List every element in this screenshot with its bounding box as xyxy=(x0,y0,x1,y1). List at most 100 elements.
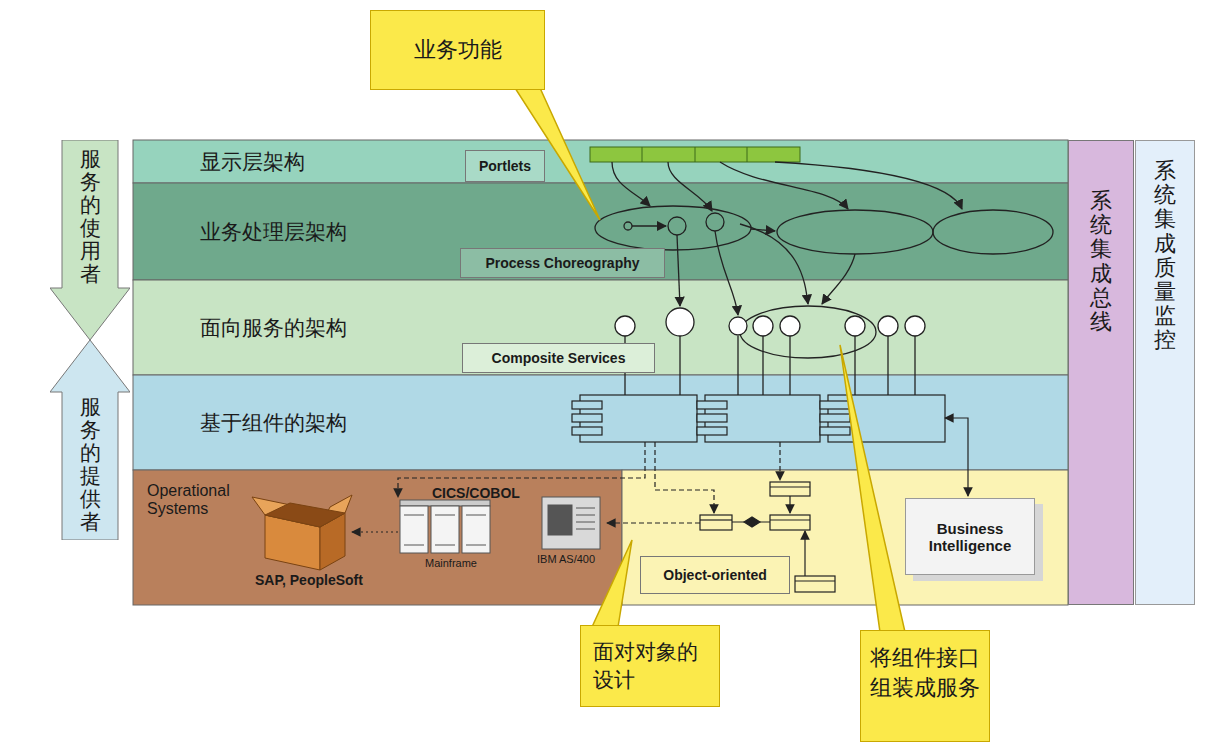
node-text: 服务的提供者 xyxy=(80,396,101,535)
icon-label: IBM AS/400 xyxy=(537,553,595,565)
band-ground xyxy=(133,183,1068,280)
oo-classes xyxy=(795,576,835,592)
oo-classes xyxy=(770,486,810,487)
service-interfaces xyxy=(905,316,925,336)
component-boxes xyxy=(572,395,945,442)
process-flow xyxy=(624,222,632,230)
mainframe-icon xyxy=(404,515,424,516)
mainframe-icon xyxy=(466,545,486,546)
layer-tag: Portlets xyxy=(465,150,545,182)
mainframe-icon xyxy=(462,506,490,553)
service-interfaces xyxy=(780,316,800,336)
oo-classes xyxy=(700,515,732,530)
node-text: Process Choreography xyxy=(485,255,639,271)
as400-icon xyxy=(576,515,595,516)
component-boxes xyxy=(697,414,727,422)
as400-icon xyxy=(576,522,595,523)
layer-tag: Process Choreography xyxy=(460,248,665,278)
process-flow xyxy=(668,217,686,235)
icon-label: SAP, PeopleSoft xyxy=(255,572,363,588)
as400-icon xyxy=(548,505,572,535)
process-flow xyxy=(740,224,808,304)
node-text: Business Intelligence xyxy=(912,520,1028,554)
node-text: 业务功能 xyxy=(414,35,502,65)
oo-classes xyxy=(700,519,732,520)
service-interfaces xyxy=(679,336,680,395)
callout-box: 将组件接口组装成服务 xyxy=(860,630,990,742)
node-text: 系统集成质量监控 xyxy=(1154,159,1176,353)
oo-box: Object-oriented xyxy=(640,556,790,594)
service-interfaces xyxy=(914,336,915,395)
band-ground xyxy=(133,375,1068,470)
node-text: 系统集成总线 xyxy=(1090,189,1112,334)
oo-classes xyxy=(770,515,810,530)
mainframe-icon xyxy=(466,515,486,516)
layer-band: 业务处理层架构 Process Choreography xyxy=(133,183,1068,280)
node-text: 显示层架构 xyxy=(200,148,305,176)
oo-classes xyxy=(770,519,810,520)
service-interfaces xyxy=(615,306,925,395)
process-flow xyxy=(677,235,680,306)
mainframe-icon xyxy=(431,506,459,553)
component-boxes xyxy=(572,401,602,409)
node-text: 服务的使用者 xyxy=(80,148,101,287)
node-text: Portlets xyxy=(479,158,531,174)
service-interfaces xyxy=(878,316,898,336)
icon-label: Mainframe xyxy=(425,557,477,569)
band-ground xyxy=(133,470,622,605)
node-text: 面对对象的设计 xyxy=(593,638,707,694)
node-text: Operational Systems xyxy=(147,482,267,518)
mainframe-icon xyxy=(435,515,455,516)
service-interfaces xyxy=(789,336,790,395)
component-boxes xyxy=(697,427,727,435)
process-flow xyxy=(595,206,751,250)
process-flow xyxy=(775,162,962,209)
integration-bus: 系统集成总线 xyxy=(1068,140,1134,605)
process-flow xyxy=(933,210,1053,254)
mainframe-icon xyxy=(400,506,428,553)
process-flow xyxy=(720,162,848,209)
node-text: Composite Services xyxy=(492,350,626,366)
component-boxes xyxy=(572,427,602,435)
process-flow xyxy=(595,162,1053,315)
arrow-outline xyxy=(50,140,130,340)
quality-monitor: 系统集成质量监控 xyxy=(1135,140,1195,605)
bi-box: Business Intelligence xyxy=(905,498,1035,575)
layer-band: 面向服务的架构Composite Services xyxy=(133,280,1068,375)
band-ground xyxy=(133,280,1068,375)
dependency-lines xyxy=(779,442,780,480)
package-icon xyxy=(252,495,352,570)
dependency-lines xyxy=(655,442,714,513)
as400-icon xyxy=(542,497,600,549)
mainframe-icon xyxy=(404,545,424,546)
band-ground xyxy=(133,140,1068,183)
component-boxes xyxy=(572,414,602,422)
callout-box: 业务功能 xyxy=(370,10,545,90)
package-icon xyxy=(265,503,345,527)
as400-icon xyxy=(576,529,595,530)
layer-tag: Composite Services xyxy=(462,343,655,373)
as400-icon xyxy=(542,497,600,549)
layer-band: 显示层架构 Portlets xyxy=(133,140,1068,183)
node-text: 将组件接口组装成服务 xyxy=(870,643,980,703)
dependency-lines xyxy=(804,531,805,576)
callout-box: 面对对象的设计 xyxy=(580,625,720,707)
process-flow xyxy=(777,210,933,254)
dependency-lines xyxy=(352,531,398,532)
service-interfaces xyxy=(666,308,694,336)
dependency-lines xyxy=(945,418,968,496)
oo-classes xyxy=(770,482,810,496)
process-flow xyxy=(706,213,724,231)
service-interfaces xyxy=(753,316,773,336)
as400-icon xyxy=(576,508,595,509)
service-interfaces xyxy=(737,336,738,395)
service-interfaces xyxy=(762,336,763,395)
callout-pointer xyxy=(840,345,905,632)
process-flow xyxy=(822,254,855,304)
component-boxes xyxy=(697,401,727,409)
service-interfaces xyxy=(615,316,635,336)
layer-band: 基于组件的架构 xyxy=(133,375,1068,470)
node-text: 业务处理层架构 xyxy=(200,218,347,246)
process-flow xyxy=(632,225,666,226)
